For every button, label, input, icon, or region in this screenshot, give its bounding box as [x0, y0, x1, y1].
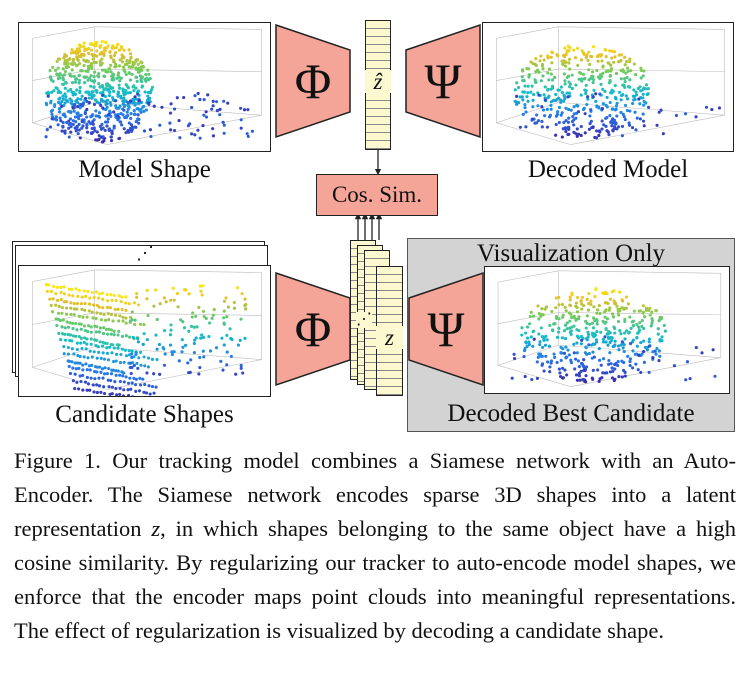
model-shape-label: Model Shape: [78, 156, 211, 183]
z-symbol: z: [376, 326, 403, 349]
figure-caption: Figure 1. Our tracking model combines a …: [14, 444, 736, 648]
latent-stack-dots: ⋰: [356, 311, 372, 328]
candidate-stack-dots: ⋰: [136, 243, 154, 263]
decoded-best-candidate-label: Decoded Best Candidate: [447, 400, 695, 427]
cosine-similarity-box: Cos. Sim.: [316, 174, 438, 216]
encoder-top-symbol: Φ: [294, 53, 332, 109]
candidate-shapes-label: Candidate Shapes: [55, 401, 234, 428]
model-shape-scatter: [32, 26, 262, 145]
model-shape-plot: [18, 22, 271, 152]
decoded-best-candidate-plot: [484, 266, 730, 394]
decoded-model-plot: [482, 22, 734, 152]
candidate-shapes-plot: [18, 265, 271, 397]
decoder-top-shape: [405, 23, 481, 139]
decoder-bottom-shape: [408, 271, 484, 387]
caption-var: z: [151, 516, 161, 541]
caption-text: Our tracking model combines a Siamese ne…: [14, 448, 737, 541]
arrows: [354, 150, 383, 240]
z-hat-symbol: ẑ: [365, 70, 391, 93]
visualization-only-label: Visualization Only: [476, 240, 666, 267]
decoder-bottom-symbol: Ψ: [427, 301, 465, 357]
caption-number: Figure 1.: [14, 448, 101, 473]
encoder-top-shape: [275, 23, 351, 139]
decoded-model-scatter: [496, 26, 725, 145]
caption-text-2: , in which shapes belonging to the same …: [14, 516, 736, 643]
candidate-shapes-scatter: [32, 269, 262, 396]
encoder-bottom-symbol: Φ: [294, 301, 332, 357]
decoder-top-symbol: Ψ: [424, 53, 462, 109]
decoded-model-label: Decoded Model: [527, 156, 689, 183]
decoded-candidate-scatter: [497, 270, 722, 387]
